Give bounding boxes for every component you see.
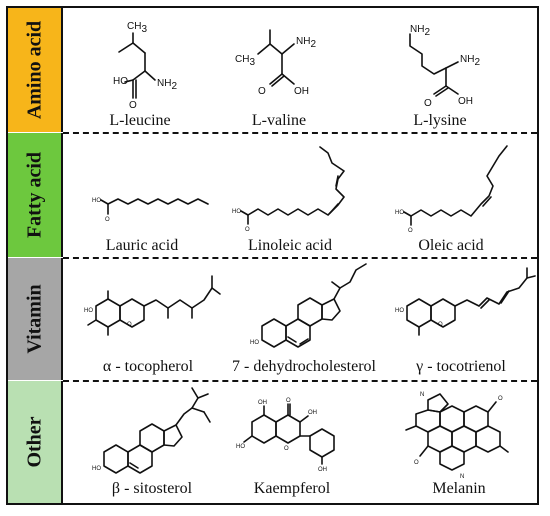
band-vitamin: Vitamin (8, 258, 63, 380)
compound-name-l-valine: L-valine (251, 112, 307, 129)
band-amino-acid: Amino acid (8, 8, 63, 132)
structure-gamma-tocotrienol: HO O (395, 267, 536, 336)
structure-kaempferol: O OH HO OH O OH (236, 398, 335, 473)
atom-label: OH (258, 400, 267, 406)
atom-label: OH (294, 86, 309, 97)
structure-alpha-tocopherol: HO O (84, 275, 221, 336)
atom-label: HO (232, 209, 241, 215)
compound-name-lauric-acid: Lauric acid (105, 237, 179, 254)
atom-label: O (438, 322, 443, 328)
band-other: Other (8, 381, 63, 503)
atom-label: CH3 (235, 54, 255, 68)
atom-label: O (129, 100, 137, 111)
compound-name-7-dehydrocholesterol: 7 - dehydrocholesterol (232, 358, 376, 375)
compound-name-alpha-tocopherol: α - tocopherol (102, 358, 194, 375)
band-fatty-acid: Fatty acid (8, 133, 63, 257)
figure-frame (6, 6, 539, 505)
compound-name-oleic-acid: Oleic acid (418, 237, 484, 254)
atom-label: HO (250, 340, 259, 346)
structure-linoleic-acid: HO O (232, 146, 345, 233)
structure-7-dehydrocholesterol: HO (250, 263, 367, 348)
atom-label: O (127, 322, 132, 328)
category-label-other: Other (23, 416, 45, 468)
atom-label: O (286, 398, 291, 404)
row-separator-3 (63, 380, 537, 382)
category-label-fatty-acid: Fatty acid (23, 151, 45, 239)
atom-label: CH3 (127, 21, 147, 35)
atom-label: NH2 (296, 36, 316, 50)
atom-label: O (105, 217, 110, 223)
atom-label: HO (395, 210, 404, 216)
atom-label: HO (92, 198, 101, 204)
category-label-amino-acid: Amino acid (23, 20, 45, 120)
compound-name-gamma-tocotrienol: γ - tocotrienol (416, 358, 506, 375)
atom-label: HO (84, 308, 93, 314)
atom-label: O (498, 396, 503, 402)
atom-label: OH (308, 410, 317, 416)
category-label-vitamin: Vitamin (23, 284, 45, 354)
atom-label: O (414, 460, 419, 466)
atom-label: OH (458, 96, 473, 107)
structure-l-valine: CH3 NH2 O OH (235, 29, 316, 97)
atom-label: OH (318, 467, 327, 473)
row-separator-2 (63, 257, 537, 259)
atom-label: N (460, 474, 464, 480)
compound-name-l-lysine: L-lysine (413, 112, 467, 129)
compound-name-linoleic-acid: Linoleic acid (248, 237, 332, 254)
atom-label: HO (236, 444, 245, 450)
row-separator-1 (63, 132, 537, 134)
atom-label: O (408, 228, 413, 234)
atom-label: O (258, 86, 266, 97)
atom-label: HO (113, 76, 128, 87)
atom-label: HO (92, 466, 101, 472)
structure-l-leucine: CH3 NH2 HO O (113, 21, 177, 111)
structure-l-lysine: NH2 NH2 O OH (409, 24, 480, 109)
atom-label: HO (395, 308, 404, 314)
compound-name-melanin: Melanin (432, 480, 486, 497)
structure-lauric-acid: HO O (92, 198, 209, 223)
atom-label: O (284, 446, 289, 452)
atom-label: O (424, 98, 432, 109)
atom-label: NH2 (410, 24, 430, 38)
compound-name-beta-sitosterol: β - sitosterol (111, 480, 193, 497)
atom-label: NH2 (157, 78, 177, 92)
compound-name-kaempferol: Kaempferol (253, 480, 331, 497)
structure-oleic-acid: HO O (395, 145, 508, 234)
structure-melanin: N O O N (405, 392, 509, 480)
atom-label: O (245, 227, 250, 233)
structure-beta-sitosterol: HO (92, 387, 211, 474)
compound-name-l-leucine: L-leucine (109, 112, 171, 129)
atom-label: NH2 (460, 54, 480, 68)
atom-label: N (420, 392, 424, 398)
